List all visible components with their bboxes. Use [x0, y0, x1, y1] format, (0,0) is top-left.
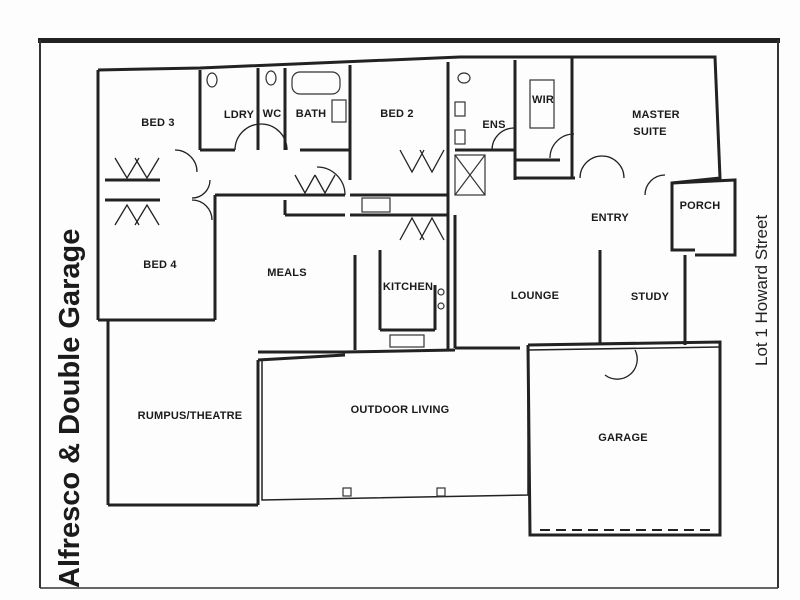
door-swing — [234, 123, 288, 151]
room-label-ldry: LDRY — [224, 109, 255, 121]
cooktop-icon — [437, 288, 445, 296]
room-label-wir: WIR — [532, 94, 554, 106]
wardrobe-icon — [529, 79, 555, 129]
vanity-icon — [331, 99, 347, 123]
door-swing — [316, 166, 346, 196]
room-label-entry: ENTRY — [591, 212, 629, 224]
door-swing — [579, 155, 625, 179]
doors — [114, 123, 715, 531]
room-label-ens: ENS — [482, 119, 505, 131]
room-label-meals: MEALS — [267, 267, 307, 279]
basin-icon — [454, 101, 466, 117]
room-label-wc: WC — [263, 108, 282, 120]
post — [436, 487, 446, 497]
door-swing — [174, 149, 198, 173]
plan-title: Alfresco & Double Garage — [54, 228, 86, 588]
door-swing — [491, 127, 515, 151]
room-label-bed2: BED 2 — [380, 108, 413, 120]
page-border-top — [38, 38, 780, 43]
room-labels: BED 3 LDRY WC BATH BED 2 ENS WIR MASTER … — [138, 94, 721, 444]
sink-icon — [389, 334, 425, 348]
room-label-suite: SUITE — [633, 126, 666, 138]
door-swing — [604, 349, 638, 380]
basin-icon — [454, 129, 466, 145]
room-label-bath: BATH — [296, 108, 327, 120]
room-label-bed4: BED 4 — [143, 259, 177, 271]
door-swing — [191, 179, 211, 199]
robe-doors — [294, 174, 336, 195]
robe-doors — [399, 149, 445, 174]
walls — [96, 55, 737, 537]
fixtures — [206, 70, 555, 497]
shower-icon — [454, 154, 486, 196]
fridge-icon — [361, 197, 391, 213]
robe-doors — [114, 157, 160, 180]
room-label-master: MASTER — [632, 109, 680, 121]
door-swing — [191, 199, 213, 221]
post — [342, 487, 352, 497]
cooktop-icon — [437, 302, 445, 310]
bathtub-icon — [291, 71, 341, 95]
robe-doors — [114, 203, 160, 226]
plan-address: Lot 1 Howard Street — [752, 214, 771, 366]
room-label-garage: GARAGE — [598, 432, 647, 444]
room-label-kitchen: KITCHEN — [383, 281, 433, 293]
toilet-icon — [457, 72, 471, 84]
room-label-bed3: BED 3 — [141, 117, 174, 129]
room-label-outdoor: OUTDOOR LIVING — [351, 404, 450, 416]
room-label-study: STUDY — [631, 291, 670, 303]
toilet-icon — [206, 72, 218, 88]
toilet-icon — [265, 70, 277, 86]
room-label-porch: PORCH — [680, 200, 721, 212]
room-label-lounge: LOUNGE — [511, 290, 559, 302]
robe-doors — [399, 216, 445, 241]
room-label-rumpus: RUMPUS/THEATRE — [138, 410, 243, 422]
door-swing — [644, 174, 666, 196]
door-swing — [549, 133, 575, 159]
